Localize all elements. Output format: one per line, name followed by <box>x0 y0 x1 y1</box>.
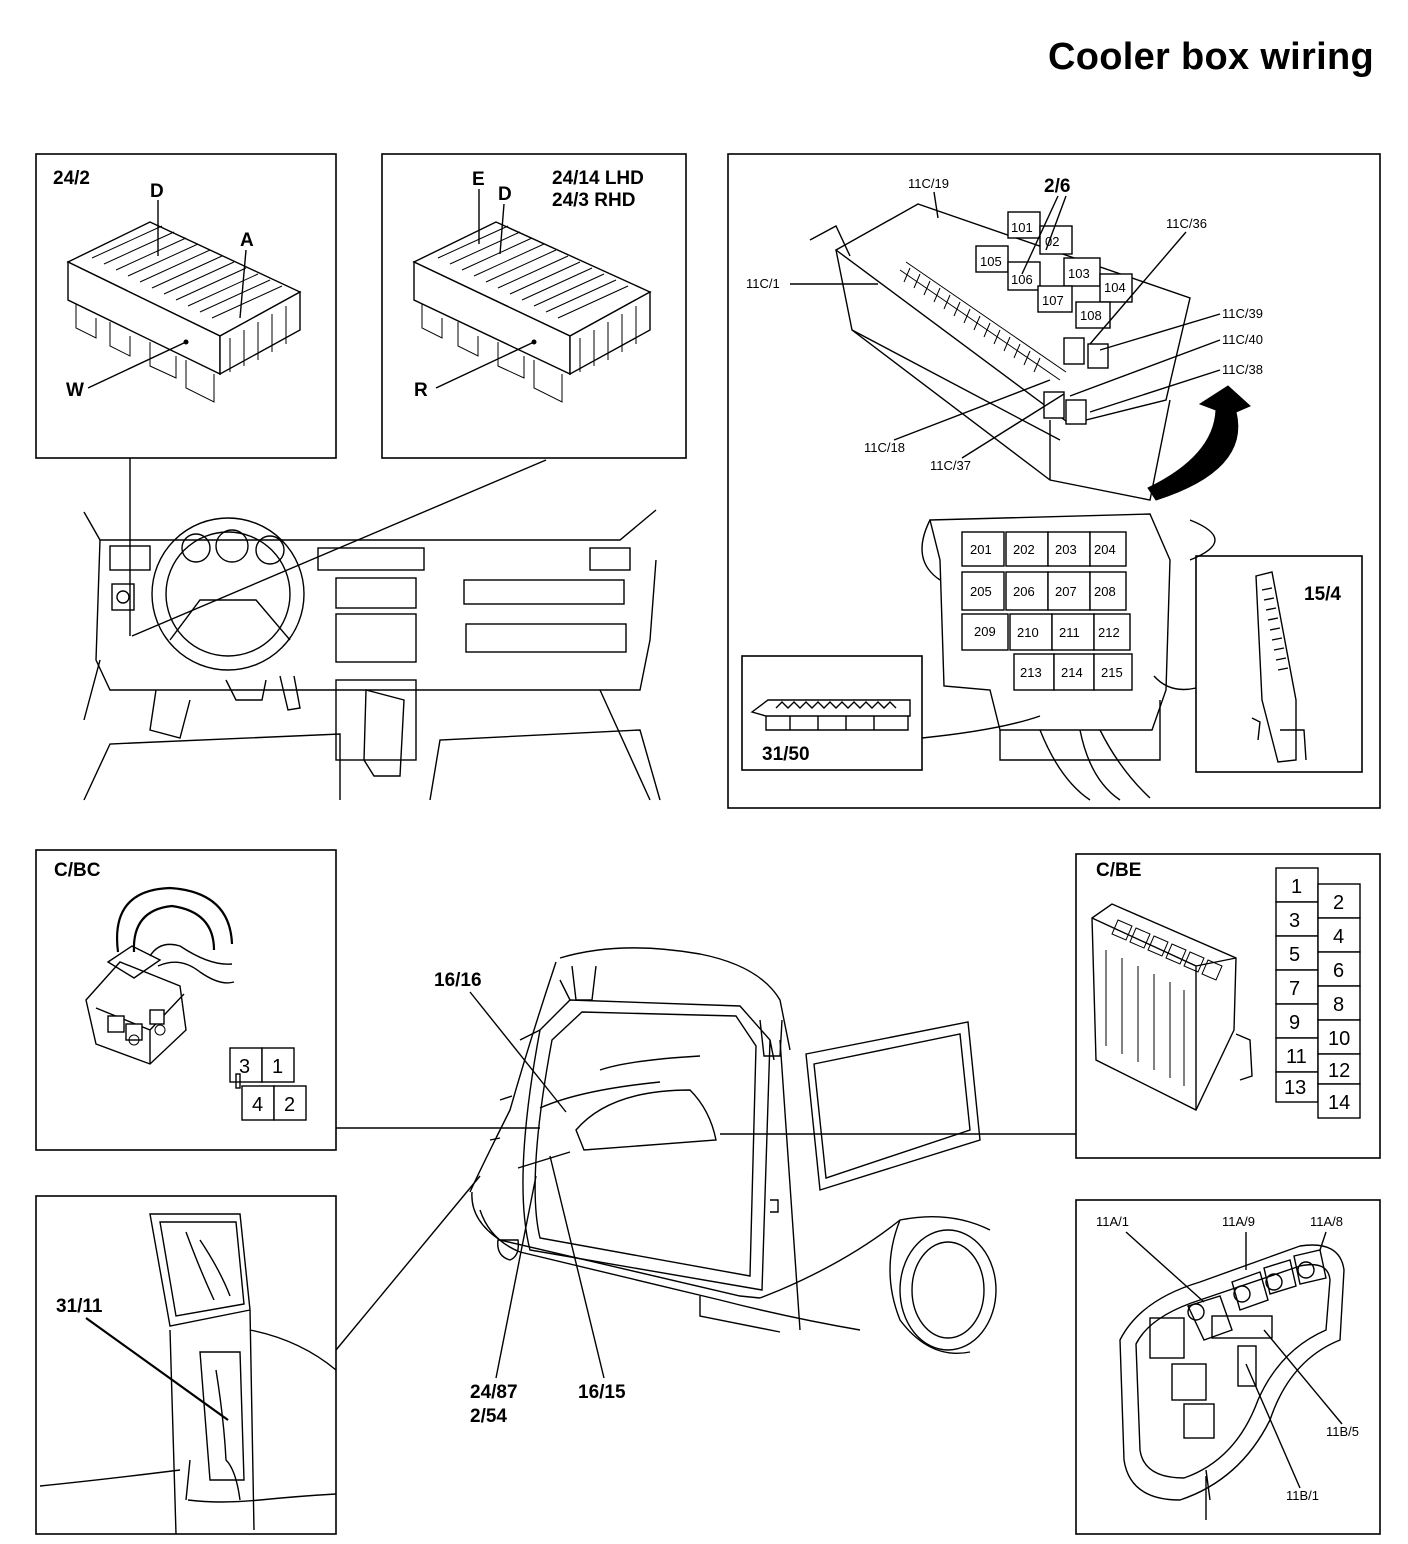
relay-210: 210 <box>1017 625 1039 640</box>
relay-106: 106 <box>1011 272 1033 287</box>
cbc-pin-4: 4 <box>252 1094 263 1116</box>
dashboard-illustration <box>83 509 661 801</box>
relay-215: 215 <box>1101 665 1123 680</box>
flip-arrow-icon <box>1147 385 1251 501</box>
panel-cbc-label: C/BC <box>54 860 101 881</box>
relay-grid-lower <box>961 531 1133 691</box>
relay-202: 202 <box>1013 542 1035 557</box>
label-16-15: 16/15 <box>578 1382 626 1403</box>
panel-24-14-label-rhd: 24/3 RHD <box>552 190 635 211</box>
cbe-pin-5: 5 <box>1289 944 1300 966</box>
cbe-pin-10: 10 <box>1328 1028 1350 1050</box>
cbe-pin-3: 3 <box>1289 910 1300 932</box>
callout-11c-39: 11C/39 <box>1222 306 1263 321</box>
callout-11c-18: 11C/18 <box>864 440 905 455</box>
relay-02: 02 <box>1045 234 1059 249</box>
relay-108: 108 <box>1080 308 1102 323</box>
label-31-11: 31/11 <box>56 1296 103 1317</box>
relay-103: 103 <box>1068 266 1090 281</box>
callout-11a-1: 11A/1 <box>1096 1214 1129 1229</box>
relay-105: 105 <box>980 254 1002 269</box>
cbe-pin-6: 6 <box>1333 960 1344 982</box>
relay-212: 212 <box>1098 625 1120 640</box>
callout-11c-1: 11C/1 <box>746 276 780 291</box>
letter-e: E <box>472 169 485 190</box>
panel-31-11: 31/11 <box>35 1195 337 1535</box>
callout-11c-37: 11C/37 <box>930 458 971 473</box>
letter-d-2: D <box>498 184 512 205</box>
cbe-pin-12: 12 <box>1328 1060 1350 1082</box>
relay-213: 213 <box>1020 665 1042 680</box>
letter-a: A <box>240 230 254 251</box>
cbc-pin-2: 2 <box>284 1094 295 1116</box>
panel-24-2-label: 24/2 <box>53 168 90 189</box>
relay-107: 107 <box>1042 293 1064 308</box>
relay-205: 205 <box>970 584 992 599</box>
callout-11c-19: 11C/19 <box>908 176 949 191</box>
cbe-pin-11: 11 <box>1286 1046 1307 1068</box>
cbc-pin-1: 1 <box>272 1056 283 1078</box>
relay-207: 207 <box>1055 584 1077 599</box>
leader-31-11 <box>335 1175 481 1351</box>
panel-24-14: 24/14 LHD 24/3 RHD E D R <box>381 153 687 459</box>
letter-w: W <box>66 380 84 401</box>
cbc-pin-3: 3 <box>239 1056 250 1078</box>
label-24-87: 24/87 <box>470 1382 518 1403</box>
callout-11a-9: 11A/9 <box>1222 1214 1255 1229</box>
label-15-4: 15/4 <box>1304 584 1341 605</box>
relay-203: 203 <box>1055 542 1077 557</box>
panel-relay-box: 101 02 105 106 103 107 104 108 2/6 11C/1… <box>727 153 1381 809</box>
panel-cbe-label: C/BE <box>1096 860 1141 881</box>
label-16-16: 16/16 <box>434 970 482 991</box>
relay-101: 101 <box>1011 220 1033 235</box>
relay-214: 214 <box>1061 665 1083 680</box>
wagon-illustration <box>469 947 997 1354</box>
panel-cbe: C/BE 1 3 5 7 9 11 13 2 4 <box>1075 853 1381 1159</box>
relay-104: 104 <box>1104 280 1126 295</box>
letter-d: D <box>150 181 164 202</box>
cbe-pin-table <box>1275 867 1361 1119</box>
cbe-pin-13: 13 <box>1284 1077 1306 1099</box>
panel-24-2: 24/2 D A W <box>35 153 337 459</box>
label-31-50: 31/50 <box>762 744 810 765</box>
relay-211: 211 <box>1059 625 1080 640</box>
callout-11b-5: 11B/5 <box>1326 1424 1359 1439</box>
label-2-54: 2/54 <box>470 1406 507 1427</box>
panel-cbc: C/BC 3 1 4 2 <box>35 849 337 1151</box>
cbe-pin-7: 7 <box>1289 978 1300 1000</box>
relay-208: 208 <box>1094 584 1116 599</box>
relay-201: 201 <box>970 542 992 557</box>
callout-11c-40: 11C/40 <box>1222 332 1263 347</box>
callout-11c-38: 11C/38 <box>1222 362 1263 377</box>
relay-206: 206 <box>1013 584 1035 599</box>
callout-11c-36: 11C/36 <box>1166 216 1207 231</box>
letter-r: R <box>414 380 428 401</box>
callout-11a-8: 11A/8 <box>1310 1214 1343 1229</box>
cbe-pin-2: 2 <box>1333 892 1344 914</box>
cbe-pin-14: 14 <box>1328 1092 1350 1114</box>
callout-11b-1: 11B/1 <box>1286 1488 1319 1503</box>
cbe-pin-1: 1 <box>1291 876 1302 898</box>
relay-204: 204 <box>1094 542 1116 557</box>
page-title: Cooler box wiring <box>1048 36 1375 78</box>
cbe-pin-4: 4 <box>1333 926 1344 948</box>
relay-209: 209 <box>974 624 996 639</box>
label-2-6: 2/6 <box>1044 176 1070 197</box>
cbe-pin-9: 9 <box>1289 1012 1300 1034</box>
panel-24-14-label-lhd: 24/14 LHD <box>552 168 644 189</box>
panel-fusebox: 11A/1 11A/9 11A/8 11B/5 11B/1 <box>1075 1199 1381 1535</box>
cbe-pin-8: 8 <box>1333 994 1344 1016</box>
